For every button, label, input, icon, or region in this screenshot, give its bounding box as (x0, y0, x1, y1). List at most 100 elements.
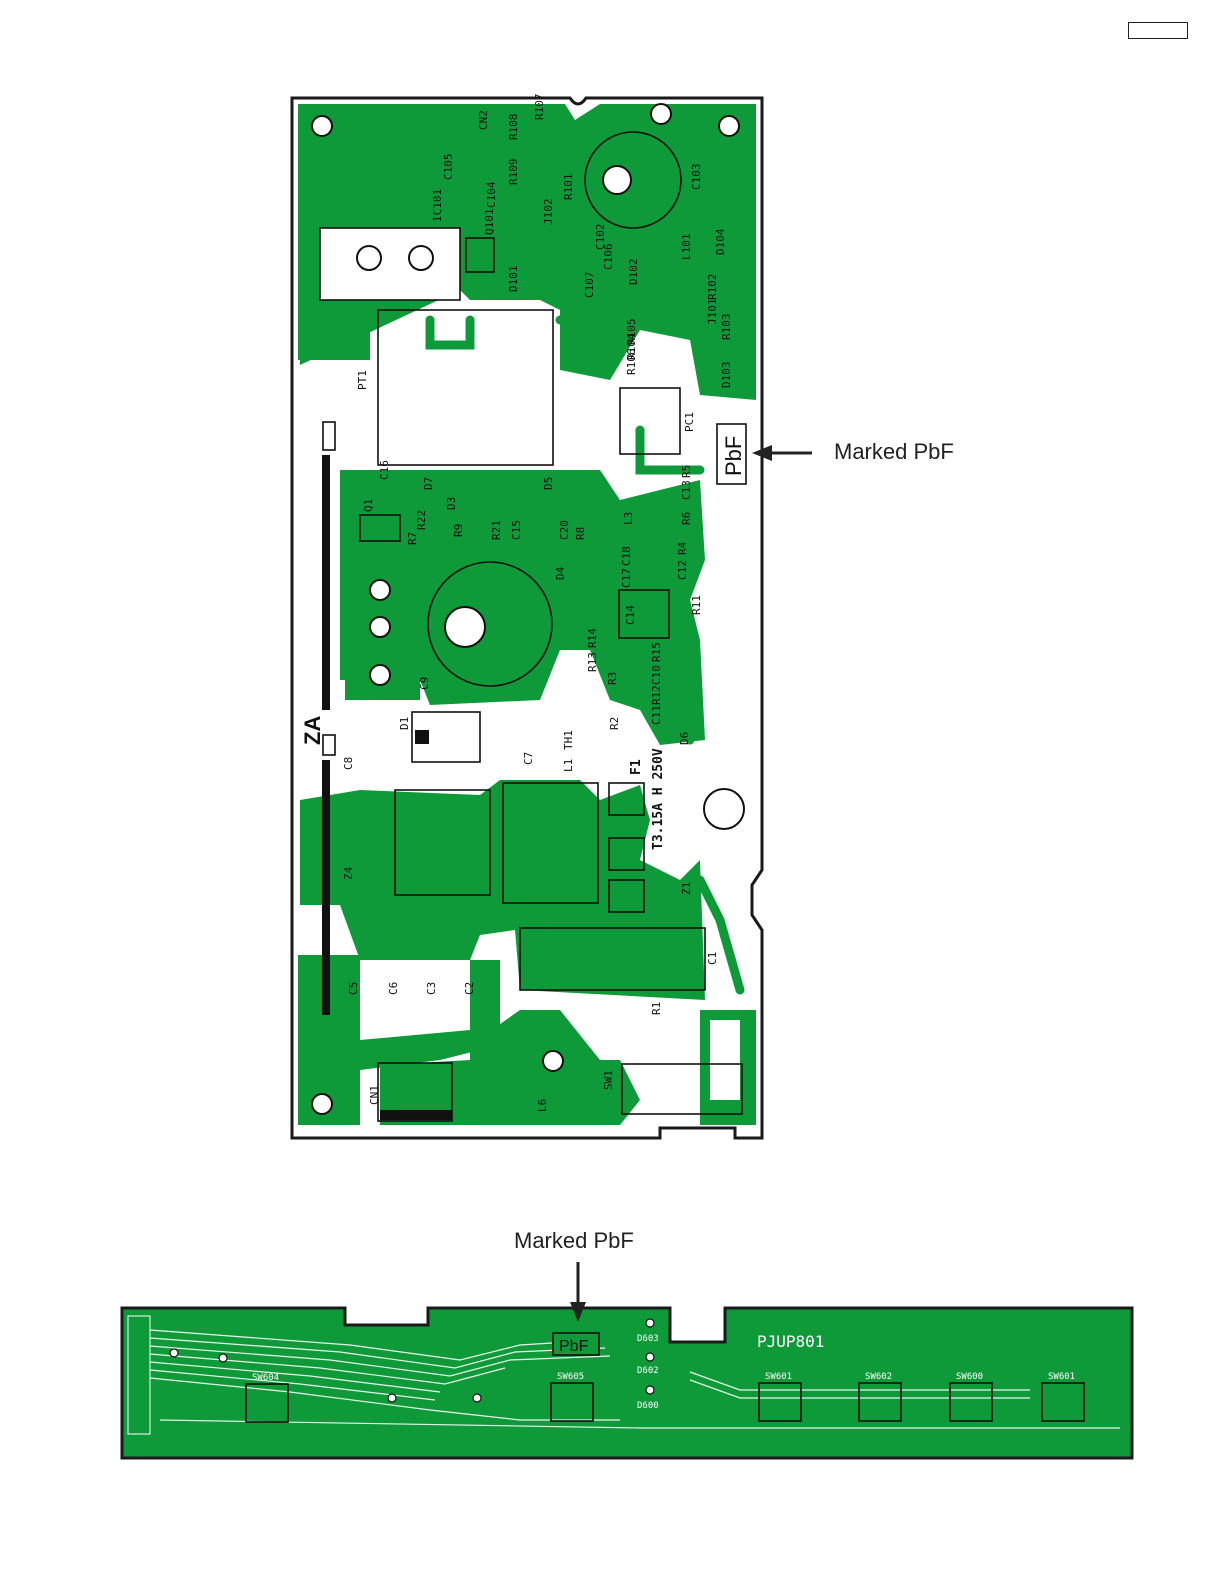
upper-traces (400, 107, 745, 995)
silkscreen-label-c2: C2 (463, 982, 476, 995)
lower-led-pads (169, 1318, 655, 1403)
silkscreen-label-c5: C5 (347, 982, 360, 995)
silkscreen-label-c106: C106 (602, 244, 615, 271)
sw605-label: SW605 (557, 1372, 584, 1382)
silkscreen-label-r21: R21 (490, 520, 503, 540)
silkscreen-label-z4: Z4 (342, 866, 355, 880)
silkscreen-label-r14: R14 (586, 628, 599, 648)
silkscreen-label-r6: R6 (680, 512, 693, 525)
silkscreen-label-c17: C17 (620, 568, 633, 588)
lower-switch-outlines (245, 1382, 1085, 1423)
silkscreen-label-r103: R103 (720, 314, 733, 341)
sw600-label: SW600 (956, 1372, 983, 1382)
upper-callout-arrow (752, 445, 812, 461)
silkscreen-label-c8: C8 (342, 757, 355, 770)
silkscreen-label-c9: C9 (418, 677, 431, 690)
silkscreen-label-r3: R3 (606, 672, 619, 685)
sw601b-label: SW601 (1048, 1372, 1075, 1382)
upper-mounting-holes (311, 103, 745, 1115)
silkscreen-label-c103: C103 (690, 164, 703, 191)
silkscreen-label-c105: C105 (442, 154, 455, 181)
lower-callout-arrow (570, 1262, 586, 1322)
silkscreen-label-d3: D3 (445, 497, 458, 510)
silkscreen-label-r13: R13 (586, 652, 599, 672)
silkscreen-label-c11: C11 (650, 705, 663, 725)
silkscreen-label-sw1: SW1 (602, 1070, 615, 1090)
silkscreen-label-r9: R9 (452, 524, 465, 537)
silkscreen-label-l6: L6 (536, 1099, 549, 1112)
silkscreen-label-z1: Z1 (680, 882, 693, 895)
upper-callout-text: Marked PbF (834, 439, 954, 464)
silkscreen-label-r15: R15 (650, 642, 663, 662)
silkscreen-label-r8: R8 (574, 527, 587, 540)
silkscreen-label-c107: C107 (583, 272, 596, 299)
silkscreen-label-c3: C3 (425, 982, 438, 995)
silkscreen-label-c12: C12 (676, 560, 689, 580)
silkscreen-label-r4: R4 (676, 541, 689, 555)
d603-label: D603 (637, 1334, 659, 1344)
silkscreen-label-l3: L3 (622, 512, 635, 525)
silkscreen-label-r109: R109 (507, 159, 520, 186)
silkscreen-label-r22: R22 (415, 510, 428, 530)
lower-board-name: PJUP801 (757, 1332, 824, 1351)
d602-label: D602 (637, 1366, 659, 1376)
silkscreen-label-c102: C102 (594, 224, 607, 251)
silkscreen-label-r101: R101 (562, 174, 575, 201)
zone-label: ZA (300, 716, 325, 745)
silkscreen-label-q101: Q101 (483, 209, 496, 236)
silkscreen-label-cn1: CN1 (368, 1085, 381, 1105)
silkscreen-label-d102: D102 (627, 259, 640, 286)
silkscreen-label-r2: R2 (608, 717, 621, 730)
silkscreen-label-l1: L1 (562, 759, 575, 772)
silkscreen-label-r7: R7 (406, 532, 419, 545)
silkscreen-label-c16: C16 (378, 460, 391, 480)
lower-silkscreen: SW604 SW605 SW601 SW602 SW600 SW601 D603… (252, 1334, 1075, 1411)
silkscreen-label-r102: R102 (706, 274, 719, 301)
silkscreen-label-r12: R12 (650, 685, 663, 705)
silkscreen-label-c14: C14 (624, 605, 637, 625)
ic-label: PC1 (683, 412, 696, 432)
silkscreen-label-c7: C7 (522, 752, 535, 765)
silkscreen-label-r5: R5 (680, 465, 693, 478)
lower-pbf-box (552, 1332, 600, 1356)
silkscreen-label-c18: C18 (620, 546, 633, 566)
silkscreen-label-c15: C15 (510, 520, 523, 540)
silkscreen-label-d1: D1 (398, 717, 411, 730)
silkscreen-label-r107: R107 (533, 94, 546, 121)
page-number-box (1128, 22, 1188, 39)
lower-traces (149, 1329, 1120, 1429)
silkscreen-label-c20: C20 (558, 520, 571, 540)
silkscreen-label-r105: R105 (625, 319, 638, 346)
silkscreen-label-d104: D104 (714, 228, 727, 255)
silkscreen-label-d7: D7 (422, 477, 435, 490)
silkscreen-label-th1: TH1 (562, 730, 575, 750)
upper-pbf-box (716, 423, 747, 485)
fuse-label: F1 (629, 759, 644, 775)
d600-label: D600 (637, 1401, 659, 1411)
silkscreen-label-ic101: IC101 (431, 189, 444, 222)
upper-pbf-mark: PbF (721, 436, 746, 476)
silkscreen-label-q1: Q1 (362, 499, 375, 512)
lower-pbf-mark: PbF (559, 1338, 589, 1355)
sw604-label: SW604 (252, 1373, 279, 1383)
silkscreen-label-r106: R106 (625, 349, 638, 376)
silkscreen-label-r1: R1 (650, 1002, 663, 1015)
lower-white-areas (127, 1314, 210, 1440)
sw602-label: SW602 (865, 1372, 892, 1382)
silkscreen-label-d103: D103 (720, 362, 733, 389)
upper-silkscreen-labels: ZA PT1 PC1 F1 T3.15A H 250V (300, 370, 696, 850)
upper-copper-regions (298, 104, 756, 1125)
silkscreen-label-d4: D4 (554, 566, 567, 580)
silkscreen-label-j101: J101 (706, 299, 719, 326)
silkscreen-label-j102: J102 (542, 199, 555, 226)
silkscreen-label-c6: C6 (387, 982, 400, 995)
silkscreen-label-c10: C10 (650, 665, 663, 685)
fuse-rating: T3.15A H 250V (651, 748, 666, 850)
silkscreen-label-r108: R108 (507, 114, 520, 141)
silkscreen-label-c104: C104 (485, 181, 498, 208)
silkscreen-label-d101: D101 (507, 266, 520, 293)
silkscreen-label-c1: C1 (706, 952, 719, 965)
silkscreen-label-cn2: CN2 (477, 110, 490, 130)
upper-component-outlines (319, 131, 743, 1122)
